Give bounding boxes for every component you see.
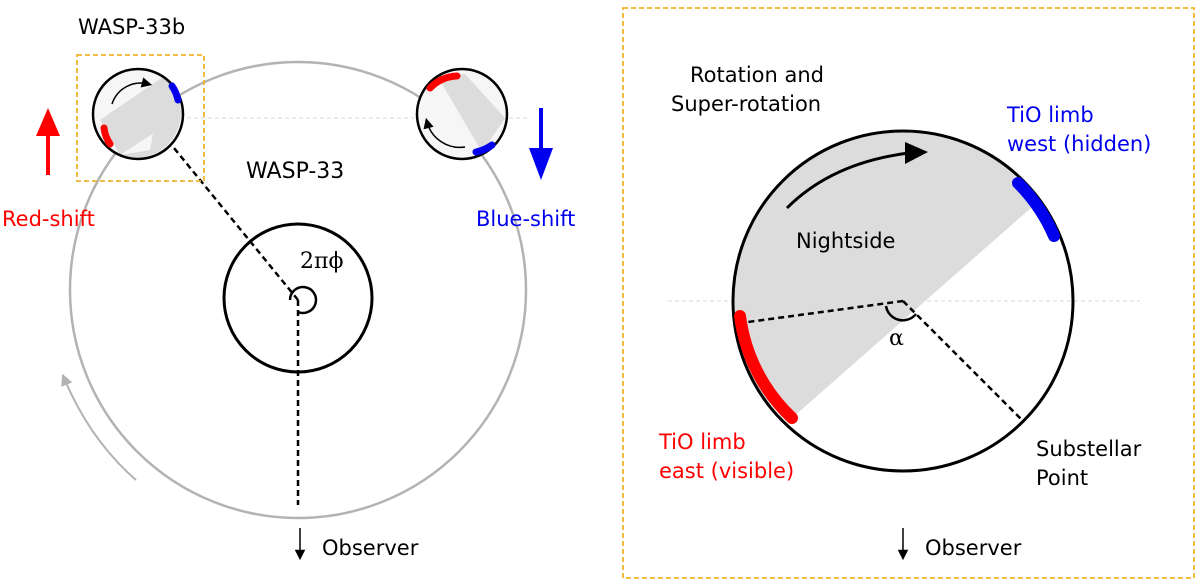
- alpha-angle-arc: [884, 305, 917, 322]
- inset-highlight-box: [76, 54, 205, 182]
- orbit-direction-arrow-icon: [61, 373, 137, 481]
- red-shift-arrow-icon: [36, 108, 60, 175]
- tio-limb-east-arc: [734, 310, 798, 424]
- rotation-arrow-icon: [423, 117, 466, 149]
- observer-label: Observer: [925, 536, 1022, 560]
- rotation-arrow-icon: [111, 77, 153, 105]
- alpha-angle-label: α: [889, 326, 904, 351]
- super-rotation-arrow: [785, 150, 919, 210]
- blue-shift-arrow-icon: [529, 108, 553, 180]
- phase-angle-arc: [288, 285, 318, 315]
- right-panel: Rotation and Super-rotation Nightside Ti…: [622, 7, 1195, 579]
- tio-limb-east-line1: TiO limb: [658, 430, 746, 454]
- planet-right: [415, 67, 509, 161]
- tio-limb-west-line1: TiO limb: [1006, 103, 1094, 127]
- substellar-line2: Point: [1036, 466, 1088, 490]
- substellar-line1: Substellar: [1036, 437, 1142, 461]
- planet-left: [91, 67, 185, 161]
- limb-radius-line: [747, 299, 904, 324]
- rotation-label-line2: Super-rotation: [671, 92, 821, 116]
- red-limb-arc: [100, 124, 114, 148]
- red-shift-label: Red-shift: [2, 207, 95, 231]
- tio-limb-west-arc: [1012, 177, 1060, 242]
- blue-shift-label: Blue-shift: [476, 207, 575, 231]
- substellar-radius-line: [902, 300, 1023, 421]
- observer-label: Observer: [322, 536, 419, 560]
- planet-label: WASP-33b: [78, 15, 185, 39]
- tio-limb-east-line2: east (visible): [659, 459, 794, 483]
- nightside-region: [735, 131, 1040, 418]
- super-rotation-arrowhead-icon: [905, 142, 928, 164]
- nightside-label: Nightside: [796, 229, 895, 253]
- star-label: WASP-33: [246, 159, 344, 184]
- blue-limb-arc: [472, 141, 496, 156]
- blue-limb-arc: [168, 82, 182, 104]
- planet-circle: [731, 129, 1075, 473]
- red-limb-arc: [426, 72, 461, 92]
- tio-limb-west-line2: west (hidden): [1007, 132, 1151, 156]
- inset-panel-border: [622, 7, 1195, 579]
- star-circle: [222, 222, 374, 374]
- rotation-label-line1: Rotation and: [690, 63, 824, 87]
- planet-radius-line: [173, 147, 299, 301]
- orbit-circle: [68, 60, 528, 520]
- phase-angle-label: 2πϕ: [300, 249, 343, 274]
- left-panel: WASP-33b WASP-33 Red-shift Blue-shift 2π…: [2, 15, 575, 561]
